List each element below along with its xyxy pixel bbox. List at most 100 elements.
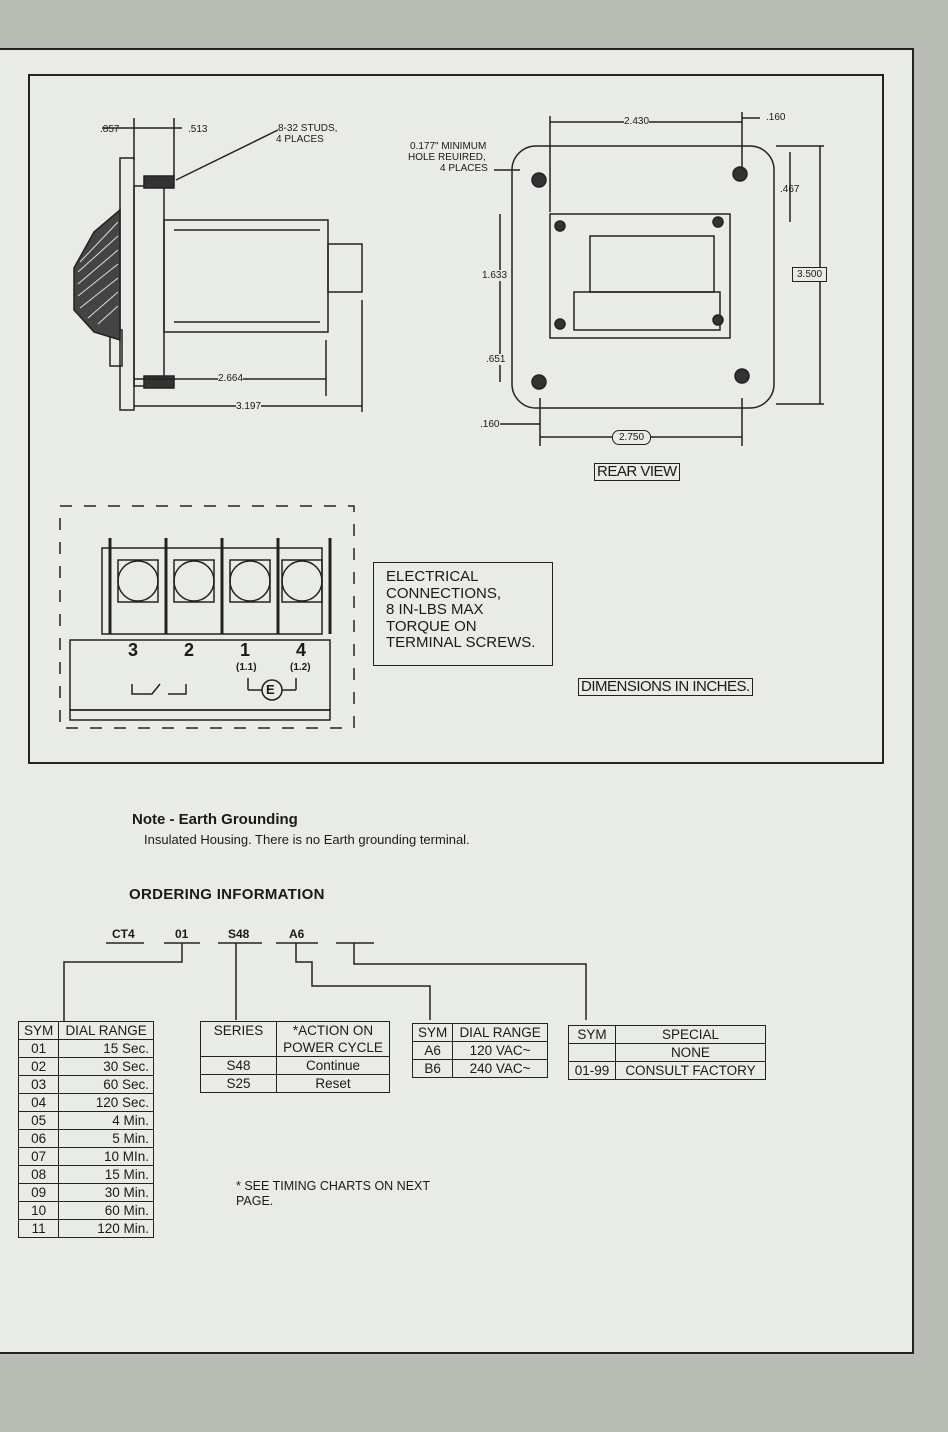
terminal-3-label: 3	[128, 640, 139, 660]
table-header: SYM	[411, 1023, 454, 1042]
table-cell: S25	[200, 1074, 277, 1093]
table-cell: 4 Min.	[58, 1111, 154, 1130]
table-cell: 09	[17, 1183, 60, 1202]
terminal-4-sub-label: (1.2)	[290, 662, 311, 673]
note-body: Insulated Housing. There is no Earth gro…	[144, 832, 470, 847]
table-cell: 15 Sec.	[58, 1039, 154, 1058]
ordering-title: ORDERING INFORMATION	[129, 886, 325, 903]
table-cell	[568, 1043, 616, 1062]
table-cell: 60 Sec.	[58, 1075, 154, 1094]
table-cell: 240 VAC~	[452, 1059, 548, 1078]
dim-160-top: .160	[766, 112, 786, 123]
table-cell: 06	[17, 1129, 60, 1148]
dim-160-bottom: .160	[480, 419, 500, 430]
table-cell: 03	[17, 1075, 60, 1094]
table-cell: 08	[17, 1165, 60, 1184]
earth-icon: E	[266, 682, 275, 697]
mounting-flange	[119, 157, 135, 411]
hole-label-3: 4 PLACES	[440, 163, 488, 174]
table-cell: 04	[17, 1093, 60, 1112]
table-cell: 30 Min.	[58, 1183, 154, 1202]
table-cell: 05	[17, 1111, 60, 1130]
table-cell: Continue	[276, 1056, 390, 1075]
elec-note-line: TORQUE ON	[386, 617, 477, 635]
hole-label-1: 0.177" MINIMUM	[410, 141, 487, 152]
dim-1633: 1.633	[482, 270, 508, 281]
rear-housing	[549, 213, 731, 339]
dim-467: .467	[780, 184, 800, 195]
drawing-frame	[28, 74, 884, 764]
dial-knob	[73, 208, 121, 342]
table-cell: 120 Min.	[58, 1219, 154, 1238]
terminal-4-label: 4	[296, 640, 307, 660]
terminal-block-side	[327, 243, 363, 293]
studs-label: 8-32 STUDS,	[278, 123, 338, 134]
electrical-connections-note: ELECTRICAL CONNECTIONS, 8 IN-LBS MAX TOR…	[373, 562, 553, 666]
dim-2664: 2.664	[218, 373, 244, 384]
terminal-screws	[117, 559, 323, 603]
terminal-1-label: 1	[240, 640, 251, 660]
dimensions-note: DIMENSIONS IN INCHES.	[578, 678, 753, 696]
table-header: DIAL RANGE	[452, 1023, 548, 1042]
dim-2430: 2.430	[624, 116, 650, 127]
table-cell: 120 Sec.	[58, 1093, 154, 1112]
table-header: SPECIAL	[614, 1025, 767, 1044]
table-header: SYM	[568, 1025, 616, 1044]
rear-view-label: REAR VIEW	[594, 463, 680, 481]
studs-places-label: 4 PLACES	[276, 134, 324, 145]
code-s48: S48	[228, 927, 250, 941]
table-cell: S48	[200, 1056, 277, 1075]
dim-857: .857	[100, 124, 120, 135]
table-cell: 01-99	[568, 1061, 616, 1080]
dim-3197: 3.197	[236, 401, 262, 412]
table-cell: 120 VAC~	[452, 1041, 548, 1060]
table-cell: B6	[411, 1059, 454, 1078]
display-window	[589, 235, 715, 293]
code-a6: A6	[289, 927, 305, 941]
terminal-block-outline	[59, 505, 355, 729]
table-header: *ACTION ON POWER CYCLE	[276, 1021, 390, 1057]
elec-note-line: 8 IN-LBS MAX	[386, 601, 484, 618]
timer-body	[163, 219, 329, 333]
hole-label-2: HOLE REUIRED,	[408, 152, 486, 163]
table-cell: 02	[17, 1057, 60, 1076]
rear-plate	[511, 145, 775, 409]
table-cell: 30 Sec.	[58, 1057, 154, 1076]
elec-note-line: CONNECTIONS,	[386, 584, 502, 602]
table-cell: CONSULT FACTORY	[614, 1061, 767, 1080]
table-cell: 01	[17, 1039, 60, 1058]
table-cell: 07	[17, 1147, 60, 1166]
table-header: DIAL RANGE	[58, 1021, 154, 1040]
terminal-2-label: 2	[184, 640, 195, 660]
table-cell: Reset	[276, 1074, 390, 1093]
note-title: Note - Earth Grounding	[132, 811, 298, 828]
table-cell: A6	[411, 1041, 454, 1060]
terminal-1-sub-label: (1.1)	[236, 662, 257, 673]
table-cell: 11	[17, 1219, 60, 1238]
table-header: SERIES	[200, 1021, 277, 1057]
table-cell: 10	[17, 1201, 60, 1220]
table-cell: NONE	[614, 1043, 767, 1062]
table-cell: 10 MIn.	[58, 1147, 154, 1166]
elec-note-line: TERMINAL SCREWS.	[386, 634, 536, 651]
code-ct4: CT4	[112, 927, 135, 941]
dim-513: .513	[188, 124, 208, 135]
dim-2750: 2.750	[612, 430, 652, 445]
elec-note-line: ELECTRICAL	[386, 568, 479, 585]
dim-3500: 3.500	[792, 267, 828, 282]
